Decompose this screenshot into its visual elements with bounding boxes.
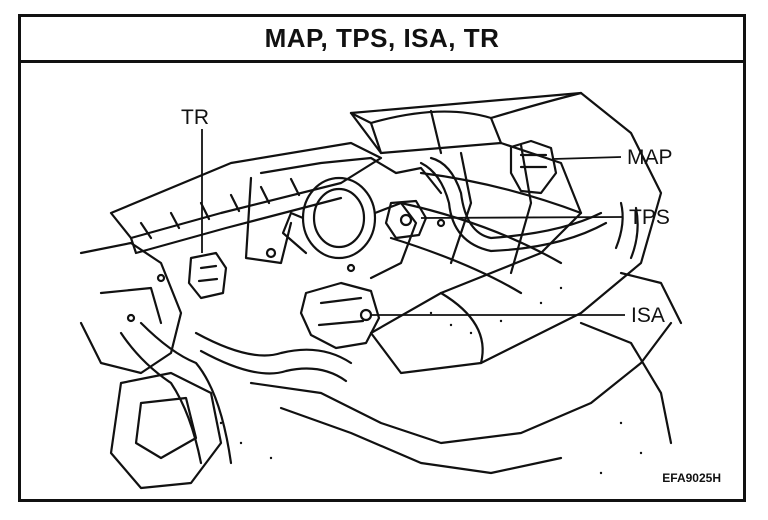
label-tps: TPS <box>629 206 670 229</box>
leader-map <box>552 156 622 160</box>
diagram-title: MAP, TPS, ISA, TR <box>264 23 500 53</box>
tps-sensor <box>384 199 428 240</box>
diagram-frame: MAP, TPS, ISA, TR <box>18 14 746 502</box>
coolant-hose <box>194 331 353 365</box>
label-map: MAP <box>627 146 673 169</box>
fuel-rail <box>109 141 383 240</box>
title-bar: MAP, TPS, ISA, TR <box>21 17 743 63</box>
tr-sensor <box>187 251 228 300</box>
label-tr: TR <box>181 106 209 129</box>
label-isa: ISA <box>631 304 665 327</box>
intake-manifold <box>349 91 663 375</box>
isa-valve <box>299 281 381 350</box>
map-sensor <box>509 139 558 195</box>
engine-illustration <box>79 91 683 490</box>
figure-code: EFA9025H <box>662 471 721 485</box>
leader-tps <box>420 216 624 219</box>
